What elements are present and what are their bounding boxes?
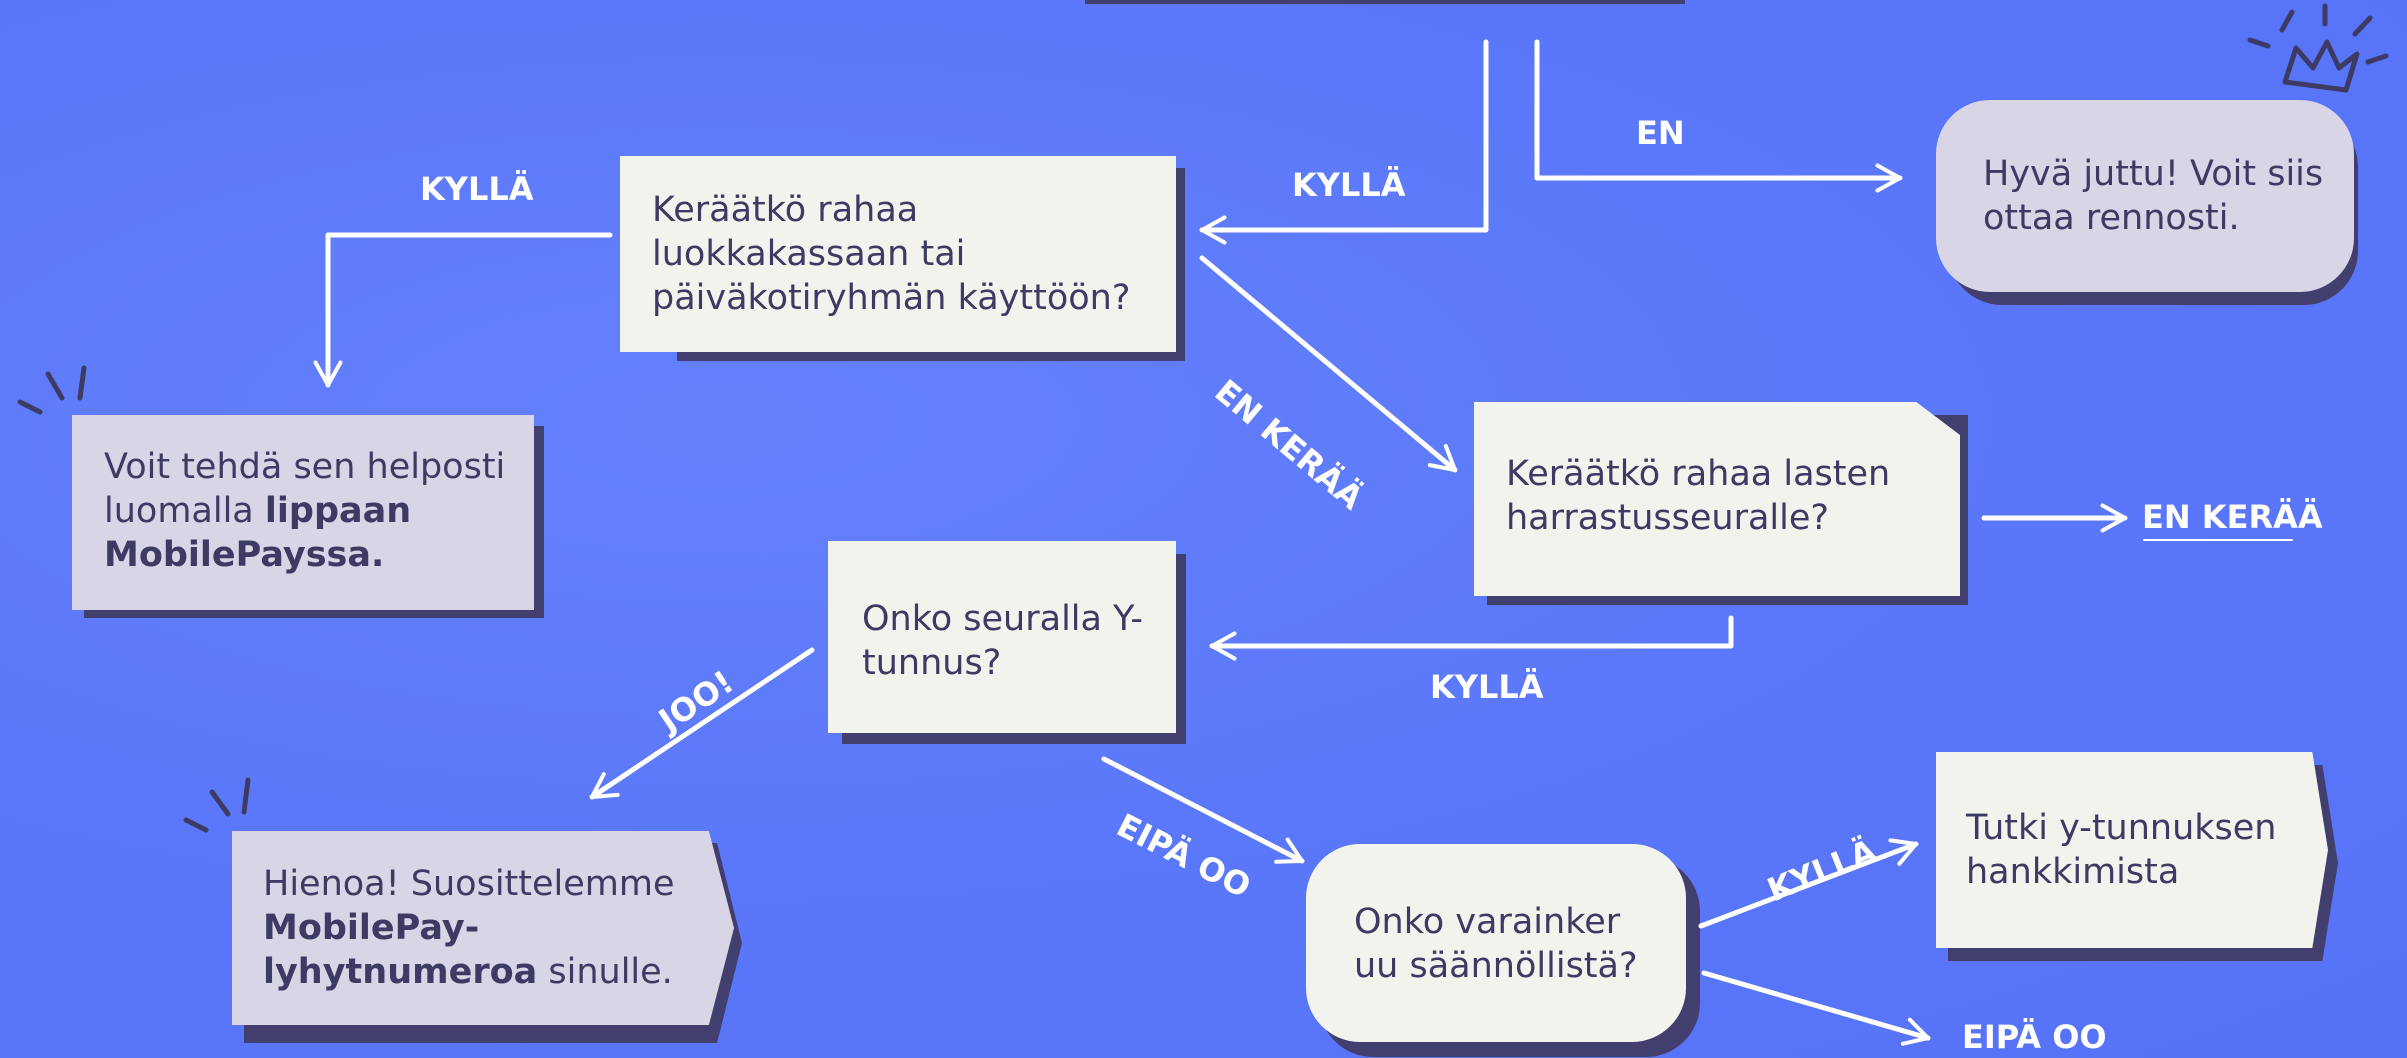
- arrow-joo-to-suosittelemme: [589, 647, 815, 800]
- label-kylla-top: KYLLÄ: [1292, 166, 1406, 204]
- label-en-top: EN: [1636, 114, 1685, 152]
- node-suosittelemme-text: Hienoa! Suosittelemme: [263, 864, 675, 904]
- arrow-en-to-hyva: [1534, 39, 1903, 193]
- arrow-en-keraa-to-harrastus: [1199, 255, 1458, 473]
- node-lippu-text: Voit tehdä sen helposti luomalla: [104, 447, 506, 531]
- node-keraatko-luokka-text: Keräätkö rahaa luokkakassaan tai päiväko…: [652, 190, 1131, 318]
- node-suosittelemme-suffix: sinulle.: [537, 952, 673, 992]
- node-keraatko-harrastus: Keräätkö rahaa lasten harrastusseuralle?: [1474, 402, 1960, 596]
- node-suosittelemme-bold: MobilePay-lyhytnumeroa: [263, 908, 538, 992]
- node-lippu: Voit tehdä sen helposti luomalla lippaan…: [72, 415, 534, 610]
- node-hyva-juttu: Hyvä juttu! Voit siis ottaa rennosti.: [1936, 100, 2354, 292]
- top-node-shadow: [1085, 0, 1685, 4]
- node-hyva-juttu-text: Hyvä juttu! Voit siis ottaa rennosti.: [1983, 154, 2324, 238]
- spark-doodle-icon: [17, 365, 87, 415]
- node-keraatko-luokka: Keräätkö rahaa luokkakassaan tai päiväko…: [620, 156, 1176, 352]
- arrow-eipa-oo-bottom: [1701, 970, 1931, 1046]
- arrow-kylla-to-lippu: [313, 232, 613, 388]
- arrow-kylla-to-y-tunnus: [1209, 615, 1734, 661]
- node-keraatko-harrastus-text: Keräätkö rahaa lasten harrastusseuralle?: [1506, 454, 1891, 538]
- arrow-kylla-to-luokka: [1199, 39, 1489, 245]
- crown-doodle-icon: [2247, 3, 2389, 93]
- node-varainkeruu-text: Onko varainker uu säännöllistä?: [1354, 902, 1638, 986]
- node-tutki: Tutki y-tunnuksen hankkimista: [1936, 752, 2328, 948]
- node-y-tunnus-text: Onko seuralla Y-tunnus?: [862, 599, 1143, 683]
- spark-doodle-icon: [183, 777, 251, 833]
- node-y-tunnus: Onko seuralla Y-tunnus?: [828, 541, 1176, 733]
- label-kylla-top-left: KYLLÄ: [420, 170, 534, 208]
- label-eipa-oo-bottom: EIPÄ OO: [1962, 1018, 2107, 1056]
- label-kylla-mid: KYLLÄ: [1430, 668, 1544, 706]
- node-varainkeruu: Onko varainker uu säännöllistä?: [1306, 844, 1686, 1042]
- label-en-keraa-right: EN KERÄÄ: [2142, 498, 2323, 536]
- node-suosittelemme: Hienoa! Suosittelemme MobilePay-lyhytnum…: [232, 831, 734, 1025]
- arrow-eipa-oo-to-varainkeruu: [1101, 756, 1305, 864]
- node-tutki-text: Tutki y-tunnuksen hankkimista: [1966, 808, 2277, 892]
- arrow-kylla-to-tutki: [1698, 838, 1919, 929]
- node-lippu-bold: lippaan MobilePayssa.: [104, 491, 412, 575]
